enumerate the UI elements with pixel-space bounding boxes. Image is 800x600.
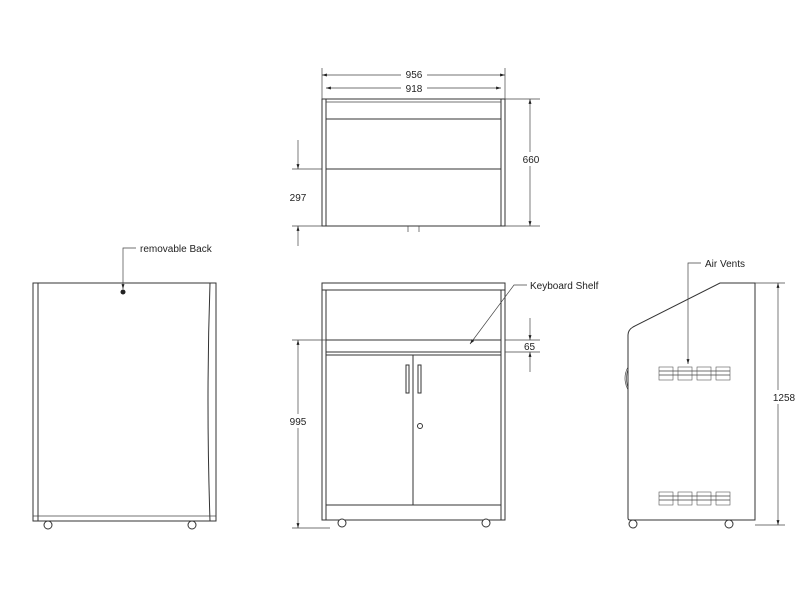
dim-995: 995 <box>290 417 307 428</box>
dim-297: 297 <box>290 193 307 204</box>
back-lock-dot <box>120 289 126 295</box>
caster-icon <box>187 520 197 530</box>
back-view-outline <box>32 282 217 522</box>
dim-1258: 1258 <box>773 393 796 404</box>
side-view: Air Vents 1258 <box>624 259 798 529</box>
lock-icon <box>417 423 423 429</box>
right-door <box>412 354 502 506</box>
handle-icon <box>417 364 422 394</box>
caster-icon <box>43 520 53 530</box>
caster-icon <box>628 519 638 529</box>
callout-keyboard-shelf: Keyboard Shelf <box>530 281 599 292</box>
caster-icon <box>337 518 347 528</box>
callout-removable-back: removable Back <box>140 244 213 255</box>
dim-660: 660 <box>523 155 540 166</box>
side-view-outline <box>627 282 756 521</box>
dim-918: 918 <box>406 84 423 95</box>
left-door <box>325 354 414 506</box>
back-view: removable Back <box>32 244 217 530</box>
top-view: 956 918 660 297 <box>290 68 542 246</box>
vent-upper-icon <box>658 366 731 381</box>
callout-air-vents: Air Vents <box>705 259 745 270</box>
dim-65: 65 <box>524 342 536 353</box>
caster-icon <box>481 518 491 528</box>
top-view-outline <box>321 98 506 227</box>
keyboard-shelf <box>325 339 502 353</box>
vent-lower-icon <box>658 491 731 506</box>
front-view: 995 65 Keyboard Shelf <box>287 281 599 529</box>
handle-icon <box>405 364 410 394</box>
dim-956: 956 <box>406 70 423 81</box>
caster-icon <box>724 519 734 529</box>
